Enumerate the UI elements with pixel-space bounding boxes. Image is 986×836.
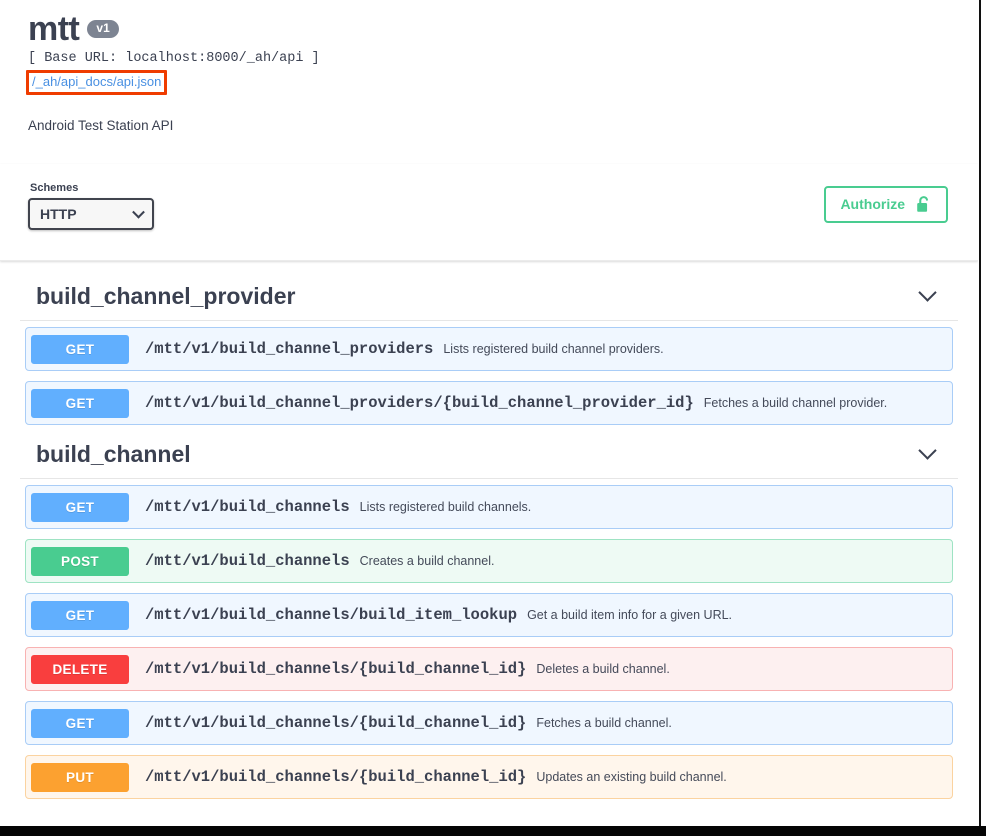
operation-summary: Updates an existing build channel. xyxy=(536,770,727,785)
operations-list: build_channel_provider GET /mtt/v1/build… xyxy=(0,273,978,805)
http-method-badge: GET xyxy=(31,388,129,418)
page-title: mtt xyxy=(28,10,80,48)
api-info: mtt v1 [ Base URL: localhost:8000/_ah/ap… xyxy=(0,10,978,136)
http-method-badge: GET xyxy=(31,600,129,630)
operation-path: /mtt/v1/build_channels/{build_channel_id… xyxy=(145,714,527,733)
tag-section-build-channel-provider: build_channel_provider GET /mtt/v1/build… xyxy=(20,273,958,431)
api-description: Android Test Station API xyxy=(28,118,174,134)
scheme-container: Schemes HTTP Authorize xyxy=(0,164,978,262)
operation-path: /mtt/v1/build_channel_providers xyxy=(145,340,434,359)
version-badge: v1 xyxy=(87,20,119,39)
authorize-button-label: Authorize xyxy=(840,196,905,213)
operation-summary: Fetches a build channel. xyxy=(536,716,672,731)
operation-path: /mtt/v1/build_channels xyxy=(145,498,350,517)
schemes-label: Schemes xyxy=(30,182,79,195)
operation-summary: Get a build item info for a given URL. xyxy=(527,608,733,623)
tag-operations: GET /mtt/v1/build_channels Lists registe… xyxy=(20,479,958,805)
operation-row[interactable]: GET /mtt/v1/build_channels/{build_channe… xyxy=(25,701,953,746)
operation-row[interactable]: GET /mtt/v1/build_channels/build_item_lo… xyxy=(25,593,953,638)
operation-summary: Deletes a build channel. xyxy=(536,662,670,677)
operation-summary: Fetches a build channel provider. xyxy=(703,396,888,411)
tag-operations: GET /mtt/v1/build_channel_providers List… xyxy=(20,321,958,431)
http-method-badge: DELETE xyxy=(31,654,129,684)
operation-path: /mtt/v1/build_channels/{build_channel_id… xyxy=(145,768,527,787)
operation-path: /mtt/v1/build_channels xyxy=(145,552,350,571)
chevron-down-icon[interactable] xyxy=(918,441,937,460)
schemes-selected-value: HTTP xyxy=(40,206,77,223)
tag-header-build-channel[interactable]: build_channel xyxy=(20,431,958,480)
tag-title: build_channel_provider xyxy=(36,283,296,310)
tag-section-build-channel: build_channel GET /mtt/v1/build_channels… xyxy=(20,431,958,805)
authorize-button[interactable]: Authorize xyxy=(824,186,948,224)
api-title-row: mtt v1 xyxy=(28,10,958,48)
tag-header-build-channel-provider[interactable]: build_channel_provider xyxy=(20,273,958,322)
operation-row[interactable]: POST /mtt/v1/build_channels Creates a bu… xyxy=(25,539,953,584)
auth-wrapper: Authorize xyxy=(824,186,948,224)
operation-summary: Lists registered build channel providers… xyxy=(443,342,664,357)
http-method-badge: GET xyxy=(31,334,129,364)
operation-path: /mtt/v1/build_channel_providers/{build_c… xyxy=(145,394,694,413)
operation-row[interactable]: GET /mtt/v1/build_channels Lists registe… xyxy=(25,485,953,530)
http-method-badge: POST xyxy=(31,546,129,576)
spec-json-link[interactable]: /_ah/api_docs/api.json xyxy=(32,74,162,90)
http-method-badge: GET xyxy=(31,708,129,738)
window-right-edge xyxy=(979,0,986,826)
schemes-group: Schemes HTTP xyxy=(28,182,154,231)
chevron-down-icon xyxy=(132,205,145,219)
window-bottom-edge xyxy=(0,826,986,836)
operation-path: /mtt/v1/build_channels/build_item_lookup xyxy=(145,606,518,625)
operation-row[interactable]: PUT /mtt/v1/build_channels/{build_channe… xyxy=(25,755,953,800)
schemes-select[interactable]: HTTP xyxy=(28,198,154,231)
operation-row[interactable]: DELETE /mtt/v1/build_channels/{build_cha… xyxy=(25,647,953,692)
http-method-badge: GET xyxy=(31,492,129,522)
api-info-block: mtt v1 [ Base URL: localhost:8000/_ah/ap… xyxy=(0,0,978,136)
unlock-icon xyxy=(917,196,929,212)
http-method-badge: PUT xyxy=(31,762,129,792)
operation-row[interactable]: GET /mtt/v1/build_channel_providers List… xyxy=(25,327,953,372)
operation-row[interactable]: GET /mtt/v1/build_channel_providers/{bui… xyxy=(25,381,953,426)
operation-path: /mtt/v1/build_channels/{build_channel_id… xyxy=(145,660,527,679)
chevron-down-icon[interactable] xyxy=(918,283,937,302)
spec-link-highlight: /_ah/api_docs/api.json xyxy=(26,70,168,96)
operation-summary: Lists registered build channels. xyxy=(359,500,532,515)
operation-summary: Creates a build channel. xyxy=(359,554,495,569)
base-url: [ Base URL: localhost:8000/_ah/api ] xyxy=(28,50,320,66)
tag-title: build_channel xyxy=(36,441,191,468)
